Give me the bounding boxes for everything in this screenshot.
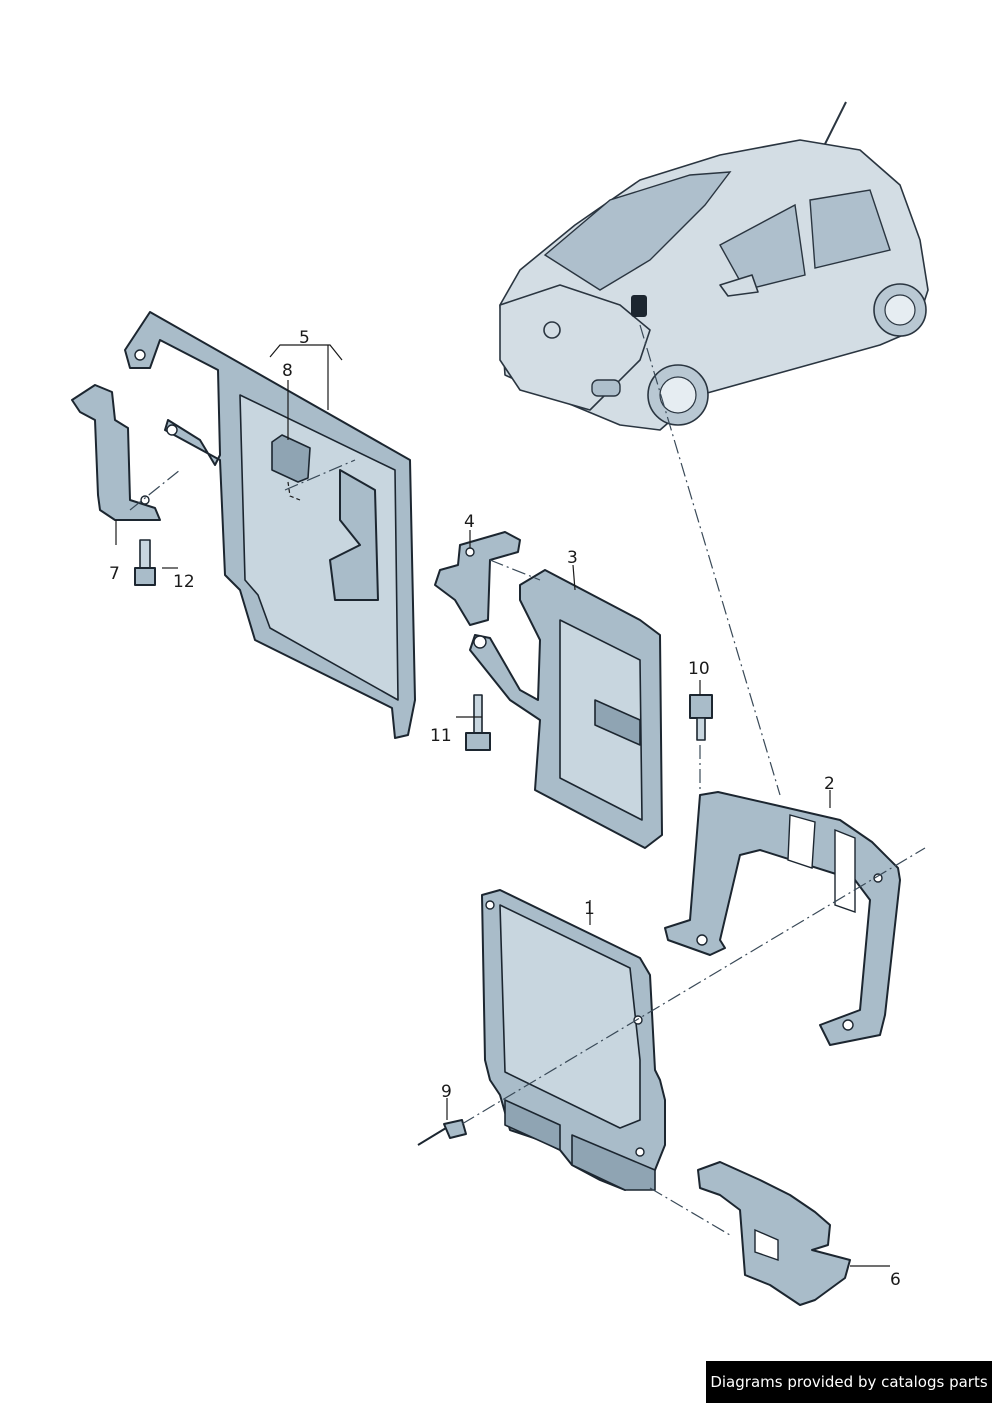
callout-4: 4	[464, 512, 475, 532]
part-7-bracket	[71, 384, 161, 521]
assembly-lines	[129, 324, 926, 1236]
callout-10: 10	[688, 659, 710, 679]
part-9-rivet	[417, 1119, 467, 1146]
part-12-bolt	[134, 539, 156, 586]
leader-lines	[115, 344, 890, 1267]
callout-7: 7	[109, 564, 120, 584]
part-10-screw	[689, 694, 713, 741]
part-4-bracket	[434, 531, 521, 626]
part-3-tray	[469, 569, 663, 849]
callouts: 5 8 7 12 4 3 10 11 2 1 9 6	[109, 328, 901, 1290]
part-11-screw	[465, 694, 491, 751]
callout-2: 2	[824, 774, 835, 794]
callout-12: 12	[173, 572, 195, 592]
callout-5: 5	[299, 328, 310, 348]
callout-9: 9	[441, 1082, 452, 1102]
part-5-frame	[124, 311, 416, 739]
vehicle-illustration	[499, 101, 929, 431]
attribution-text: Diagrams provided by catalogs parts	[710, 1373, 988, 1391]
callout-1: 1	[584, 899, 595, 919]
part-6-holder	[697, 1161, 851, 1306]
attribution-banner: Diagrams provided by catalogs parts	[706, 1361, 992, 1403]
part-2-bracket	[664, 791, 901, 1046]
part-1-control-unit	[481, 889, 666, 1191]
callout-3: 3	[567, 548, 578, 568]
part-8-clip	[271, 434, 311, 501]
callout-8: 8	[282, 361, 293, 381]
callout-6: 6	[890, 1270, 901, 1290]
callout-11: 11	[430, 726, 452, 746]
